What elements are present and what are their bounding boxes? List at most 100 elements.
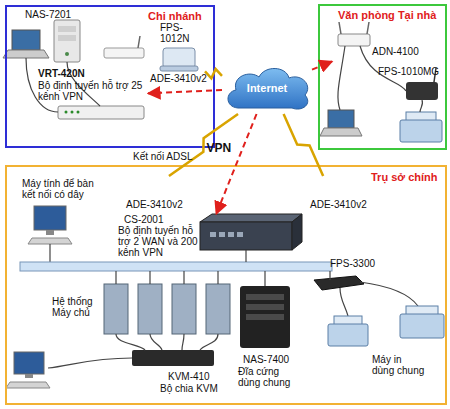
router-device xyxy=(219,232,225,237)
router-device xyxy=(200,222,292,250)
server-rack xyxy=(104,284,128,334)
device-label: KVM-410 xyxy=(168,371,228,382)
adsl-modem: ADE-3410v2 xyxy=(150,44,205,84)
desktop-computer xyxy=(28,238,72,244)
desktop-computer xyxy=(14,352,44,374)
laptop-icon xyxy=(3,50,49,58)
node-heading: Internet xyxy=(222,82,312,94)
kvm-switch xyxy=(150,334,162,350)
print-server xyxy=(340,288,348,316)
modem-device xyxy=(163,48,195,68)
printer-icon xyxy=(400,112,442,142)
device-label: Máy tính để bàn kết nối có dây xyxy=(22,178,107,200)
node-heading: ADE-3410v2 xyxy=(150,73,208,84)
laptop-icon xyxy=(3,30,49,58)
node-heading: VRT-420N xyxy=(38,68,138,79)
device-label: Kết nối ADSL xyxy=(133,151,213,162)
network-cable xyxy=(420,100,423,112)
device-label: Đĩa cứng dùng chung xyxy=(238,366,298,388)
router-device xyxy=(65,111,68,114)
internet-cloud: Internet xyxy=(222,62,312,114)
nas-device xyxy=(246,294,284,300)
laptop-icon xyxy=(320,128,362,136)
adsl-link xyxy=(169,114,238,176)
router-device xyxy=(58,106,144,119)
router-device xyxy=(292,214,302,250)
node-body: Bộ định tuyến hỗ trợ 2 WAN và 200 kênh V… xyxy=(118,225,198,258)
nas-device xyxy=(58,35,76,41)
region-box: Chi nhánhVRT-420NBộ định tuyến hỗ trợ 25… xyxy=(5,5,215,148)
vpn-tunnel-arrow xyxy=(148,90,222,93)
router-device xyxy=(245,250,246,262)
nas-device xyxy=(54,20,80,62)
laptop-icon xyxy=(320,110,362,136)
server-rack xyxy=(183,271,184,284)
desktop-computer xyxy=(6,382,50,388)
device-label: NAS-7201 xyxy=(25,9,85,20)
router-device xyxy=(210,232,216,237)
print-server xyxy=(104,48,144,58)
desktop-computer xyxy=(34,206,66,230)
region-box: Văn phòng Tại nhàADN-4100 xyxy=(318,4,447,150)
adsl-modem: ADE-3410v2 xyxy=(296,176,372,210)
server-rack xyxy=(217,271,218,284)
node-heading: CS-2001 xyxy=(124,214,194,225)
server-rack xyxy=(206,284,230,334)
printer-icon xyxy=(400,314,444,338)
vpn-tunnel-arrow xyxy=(216,114,256,214)
nas-device xyxy=(246,304,284,310)
nas-device xyxy=(264,271,265,286)
device-label: Hệ thống Máy chủ xyxy=(52,296,100,318)
wireless-router: ADN-4100 xyxy=(332,24,422,62)
router-device xyxy=(228,232,234,237)
server-rack xyxy=(138,284,162,334)
router-device xyxy=(200,214,302,222)
router-device xyxy=(77,111,80,114)
print-server xyxy=(329,271,330,280)
node-heading: ADE-3410v2 xyxy=(310,199,372,210)
kvm-switch xyxy=(200,334,218,350)
modem-device xyxy=(160,48,198,71)
device-label: Máy in dùng chung xyxy=(372,354,426,376)
device-label: NAS-7400 xyxy=(243,354,303,365)
printer-icon xyxy=(328,324,368,346)
kvm-switch xyxy=(48,334,218,368)
laptop-icon xyxy=(328,110,354,128)
node-body: Bộ định tuyến hỗ trợ 25 kênh VPN xyxy=(38,80,146,102)
server-rack xyxy=(115,271,116,284)
desktop-computer xyxy=(49,244,50,262)
server-rack xyxy=(172,284,196,334)
wireless-router xyxy=(338,34,370,46)
node-heading: ADN-4100 xyxy=(372,46,422,57)
print-server xyxy=(138,36,140,48)
adsl-link xyxy=(284,114,324,176)
router-device xyxy=(200,214,302,262)
node-heading: ADE-3410v2 xyxy=(126,199,188,210)
laptop-icon xyxy=(12,30,40,50)
router-device xyxy=(58,106,144,119)
server-rack xyxy=(104,271,230,334)
adsl-link xyxy=(205,69,222,78)
node-heading: Văn phòng Tại nhà xyxy=(338,9,446,21)
nas-device xyxy=(246,314,284,320)
print-server xyxy=(406,82,438,100)
network-bus xyxy=(20,262,332,271)
printer-icon xyxy=(400,120,442,142)
server-rack xyxy=(149,271,150,284)
edge-label: VPN xyxy=(206,142,231,155)
kvm-switch xyxy=(116,334,145,350)
desktop-computer xyxy=(25,374,33,378)
nas-device xyxy=(240,271,290,348)
nas-device xyxy=(58,26,76,32)
desktop-computer xyxy=(6,352,50,388)
print-server xyxy=(314,271,418,316)
wireless-router xyxy=(338,22,370,46)
device-label: FPS-1010MG xyxy=(378,66,444,77)
network-cable xyxy=(338,46,423,112)
vpn-router: CS-2001Bộ định tuyến hỗ trợ 2 WAN và 200… xyxy=(118,214,296,260)
printer-icon xyxy=(328,306,444,346)
device-label: FPS-3300 xyxy=(330,258,390,269)
adsl-modem: ADE-3410v2 xyxy=(112,176,188,210)
